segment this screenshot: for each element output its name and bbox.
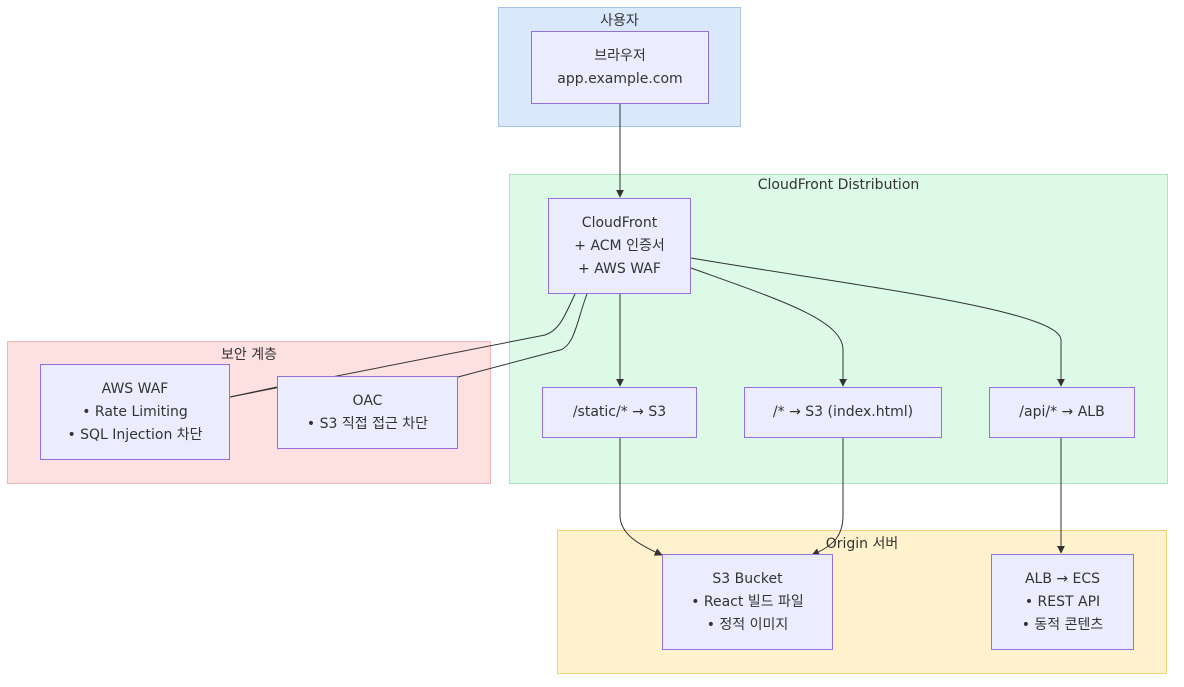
s3-line-2: • 정적 이미지 [706,616,789,633]
alb-line-0: ALB → ECS [1024,570,1101,587]
waf-line-2: • SQL Injection 차단 [67,426,203,443]
node-cloudfront[interactable]: CloudFront + ACM 인증서 + AWS WAF [548,198,691,294]
node-api-route[interactable]: /api/* → ALB [989,387,1135,438]
s3-line-1: • React 빌드 파일 [691,593,804,610]
api-line-0: /api/* → ALB [1019,404,1105,420]
node-alb-ecs[interactable]: ALB → ECS • REST API • 동적 콘텐츠 [991,554,1134,650]
browser-line-0: 브라우저 [594,47,646,64]
group-security-title: 보안 계층 [221,347,277,363]
alb-line-1: • REST API [1024,593,1101,610]
waf-line-0: AWS WAF [101,380,169,397]
node-static-route[interactable]: /static/* → S3 [542,387,697,438]
cf-line-0: CloudFront [581,214,658,231]
node-browser[interactable]: 브라우저 app.example.com [531,31,709,104]
oac-line-0: OAC [352,392,383,409]
oac-line-1: • S3 직접 접근 차단 [306,415,429,432]
root-line-0: /* → S3 (index.html) [772,404,914,420]
group-user-title: 사용자 [600,13,639,29]
group-cloudfront-title: CloudFront Distribution [757,177,920,193]
node-aws-waf[interactable]: AWS WAF • Rate Limiting • SQL Injection 차단 [40,364,230,460]
browser-line-1: app.example.com [557,70,683,87]
node-oac[interactable]: OAC • S3 직접 접근 차단 [277,376,458,449]
alb-line-2: • 동적 콘텐츠 [1021,616,1104,633]
cf-line-2: + AWS WAF [578,260,661,277]
node-root-route[interactable]: /* → S3 (index.html) [744,387,942,438]
s3-line-0: S3 Bucket [712,570,783,587]
static-line-0: /static/* → S3 [572,404,667,420]
waf-line-1: • Rate Limiting [82,403,188,420]
cf-line-1: + ACM 인증서 [574,237,665,254]
group-origin-title: Origin 서버 [825,536,899,552]
node-s3-bucket[interactable]: S3 Bucket • React 빌드 파일 • 정적 이미지 [662,554,833,650]
